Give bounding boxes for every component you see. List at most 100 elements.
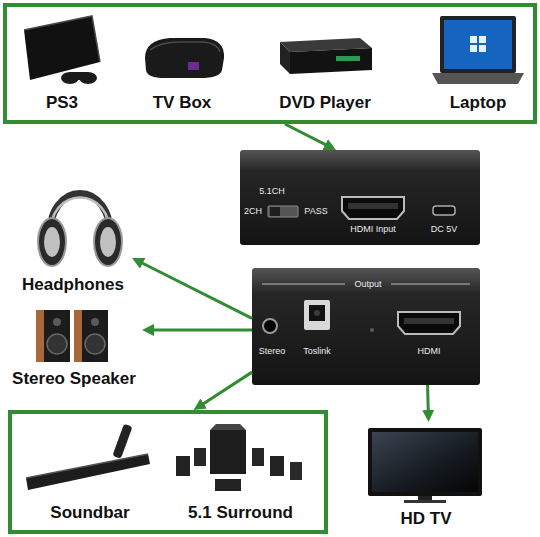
woofer (47, 334, 67, 354)
device-label: Headphones (22, 275, 124, 295)
soundbar-body (26, 454, 150, 490)
output-panel: OutputStereo Toslink HDMI (252, 268, 480, 385)
device-label: DVD Player (279, 93, 371, 113)
laptop-frame (440, 16, 516, 73)
satellite (176, 456, 190, 476)
hdmi-port-inner (348, 203, 398, 209)
woofer (85, 334, 105, 354)
controller (79, 72, 97, 84)
signal-arrow (139, 261, 252, 318)
controller (61, 72, 79, 84)
tweeter (53, 318, 61, 326)
tv-box-tag (188, 62, 199, 70)
signal-arrow (150, 328, 252, 331)
hdmi-port-inner (404, 318, 454, 324)
led (370, 328, 374, 332)
logo-pane (470, 45, 477, 52)
console-edge (24, 16, 100, 62)
logo-pane (470, 36, 477, 43)
signal-arrow (285, 124, 329, 146)
panel-body (240, 150, 480, 245)
source-group: PS3 TV Box DVD Player Laptop (3, 3, 537, 124)
logo-pane (479, 45, 486, 52)
port-label: Stereo (259, 346, 286, 357)
hdmi-port (398, 312, 460, 334)
tv-box-icon (145, 38, 224, 78)
ear-cup (94, 218, 122, 266)
ear-cup-plate (44, 227, 60, 257)
port-label: 2CH (244, 206, 262, 217)
tv-box-body (145, 38, 224, 78)
tv-frame (368, 428, 482, 496)
satellite (290, 462, 302, 480)
port-label: Toslink (303, 346, 331, 357)
output-device: Soundbar (20, 420, 160, 526)
device-label: PS3 (46, 93, 78, 113)
soundbar-edge (26, 454, 148, 478)
hdmi-port (342, 197, 404, 219)
ear-cup (38, 218, 66, 266)
tv-base (404, 500, 446, 503)
panel-rule (262, 284, 345, 285)
laptop-icon (432, 16, 524, 84)
console-body (24, 16, 100, 80)
tv-icon (368, 428, 482, 503)
toslink-port (304, 300, 330, 330)
dvd-front (290, 48, 372, 74)
speaker-icon (36, 310, 108, 362)
satellite (270, 456, 284, 476)
usb-port (433, 206, 455, 215)
switch-knob (270, 207, 280, 216)
output-device: Stereo Speaker (6, 302, 142, 392)
remote (112, 424, 132, 459)
signal-arrow (200, 372, 252, 406)
cabinet-front (82, 310, 108, 362)
input-panel-art (240, 150, 480, 245)
stereo-jack (263, 319, 277, 333)
soundbar-icon (26, 424, 150, 490)
ear-cup-plate (100, 227, 116, 257)
output-device: 5.1 Surround (168, 420, 313, 526)
device-label: HD TV (401, 509, 452, 529)
satellite (252, 448, 264, 466)
port-label: PASS (304, 206, 327, 217)
port-label: 5.1CH (259, 186, 285, 197)
dvd-side (280, 42, 290, 74)
cabinet-side (36, 310, 44, 362)
surround-icon (176, 424, 302, 491)
input-panel: 5.1CH 2CH PASS HDMI Input DC 5V (240, 150, 480, 245)
device-label: Stereo Speaker (12, 369, 136, 389)
laptop-screen (444, 20, 512, 69)
port-label: DC 5V (431, 224, 458, 235)
source-device: DVD Player (268, 8, 382, 116)
tv-screen (372, 432, 478, 492)
port-label: HDMI Input (350, 224, 396, 235)
device-label: Soundbar (50, 503, 129, 523)
output-panel-art (252, 268, 480, 385)
tweeter (91, 318, 99, 326)
output-device: Headphones (14, 180, 132, 298)
console-icon (24, 16, 100, 84)
source-device: PS3 (12, 8, 112, 116)
satellite (194, 448, 206, 466)
port-label: HDMI (418, 346, 441, 357)
laptop-base (432, 73, 524, 84)
signal-arrow (426, 385, 430, 414)
cabinet-side (74, 310, 82, 362)
optical-group: Soundbar 5.1 Surround (8, 410, 328, 534)
tv-box-edge (150, 42, 220, 52)
dvd-display (336, 56, 360, 61)
panel-rule (391, 284, 470, 285)
device-label: 5.1 Surround (188, 503, 293, 523)
device-label: Laptop (450, 93, 507, 113)
toslink-inner (309, 305, 325, 321)
logo-pane (479, 36, 486, 43)
subwoofer (210, 430, 246, 474)
output-device: HD TV (362, 422, 490, 532)
device-label: TV Box (153, 93, 212, 113)
source-device: TV Box (130, 8, 234, 116)
port-label: Output (354, 279, 381, 290)
tv-stand (418, 496, 432, 500)
